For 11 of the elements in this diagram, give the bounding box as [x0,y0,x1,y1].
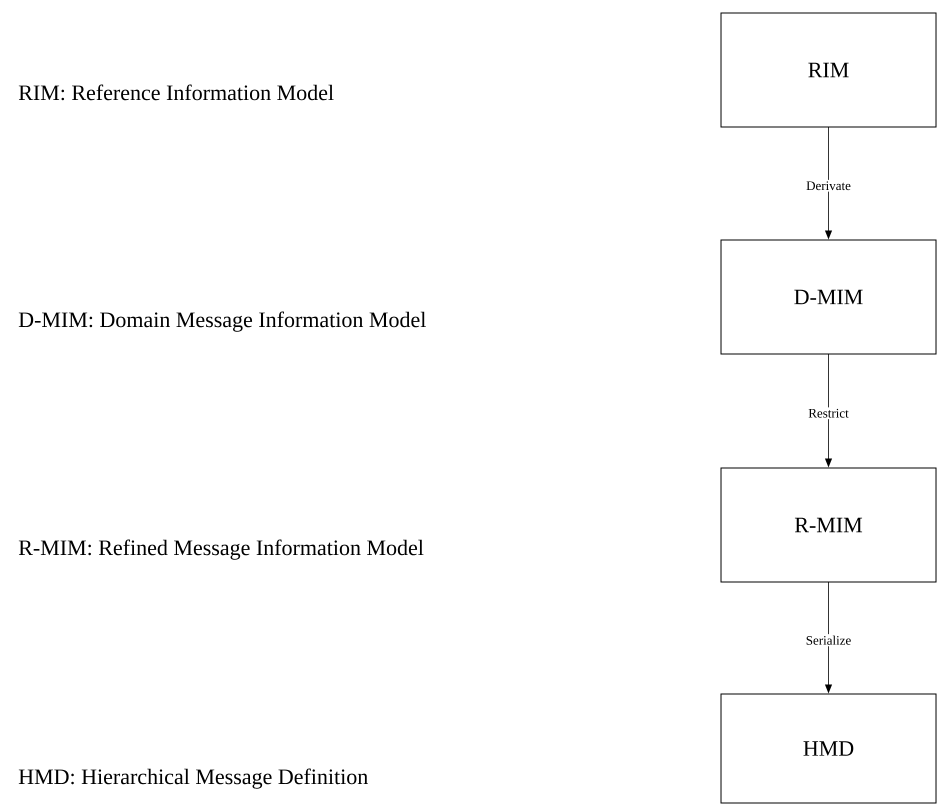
model-description: R-MIM: Refined Message Information Model [18,540,424,560]
model-description: HMD: Hierarchical Message Definition [18,768,368,789]
edge-label: Restrict [806,407,850,420]
process-box: D-MIM [720,240,937,354]
process-box: HMD [720,694,937,804]
edge-label: Derivate [804,180,852,192]
model-description: RIM: Reference Information Model [18,84,334,100]
edge-label: Serialize [804,634,853,646]
model-description: D-MIM: Domain Message Information Model [18,312,426,332]
process-box: R-MIM [720,468,937,582]
process-box: RIM [720,12,937,128]
